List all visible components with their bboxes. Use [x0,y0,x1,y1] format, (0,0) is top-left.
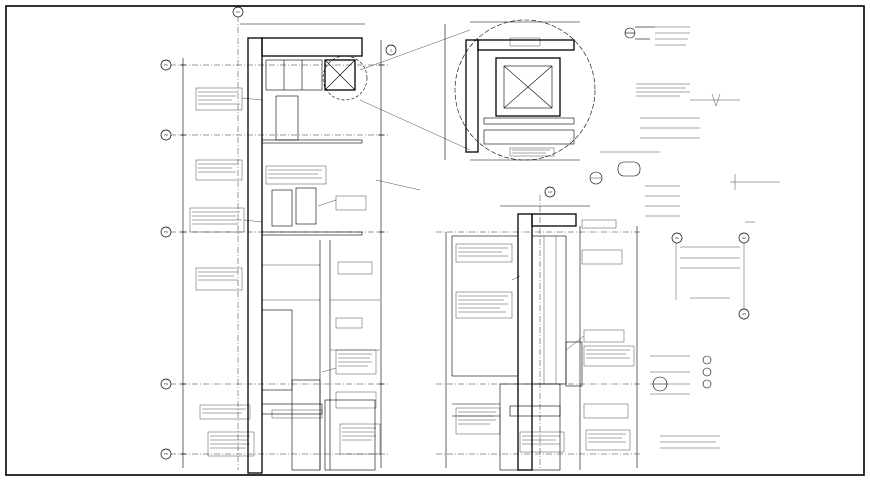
detail-callout-label: 1 [390,48,392,52]
legend-area [589,26,780,449]
grid-bubble-c1-label: C1 [236,10,240,14]
section-tag-a3-label: A3 [742,312,746,316]
sheet-border [5,5,865,476]
grid-bubble-f1-label: F1 [164,63,168,67]
section-tag-a2: A2 [738,232,750,244]
grid-bubble-c2-label: C2 [548,190,552,194]
grid-bubble-f1: F1 [160,59,172,71]
grid-bubble-f4-label: F4 [164,382,168,386]
left-section [170,16,471,474]
grid-bubble-f2: F2 [160,129,172,141]
grid-bubble-f5: F5 [160,448,172,460]
grid-bubble-f4: F4 [160,378,172,390]
section-tag-a1: A1 [671,232,683,244]
grid-bubble-f3: F3 [160,226,172,238]
grid-bubble-f2-label: F2 [164,133,168,137]
grid-bubble-f3-label: F3 [164,230,168,234]
grid-bubble-f5-label: F5 [164,452,168,456]
section-tag-a2-label: A2 [742,236,746,240]
left-annotations [189,87,381,457]
right-section [436,195,640,471]
section-tag-a1-label: A1 [675,236,679,240]
section-tag-a3: A3 [738,308,750,320]
detail-callout: 1 [385,44,397,56]
grid-bubble-c1: C1 [232,6,244,18]
grid-bubble-c2: C2 [544,186,556,198]
left-text-lines [192,91,376,449]
enlarged-detail [444,19,596,161]
